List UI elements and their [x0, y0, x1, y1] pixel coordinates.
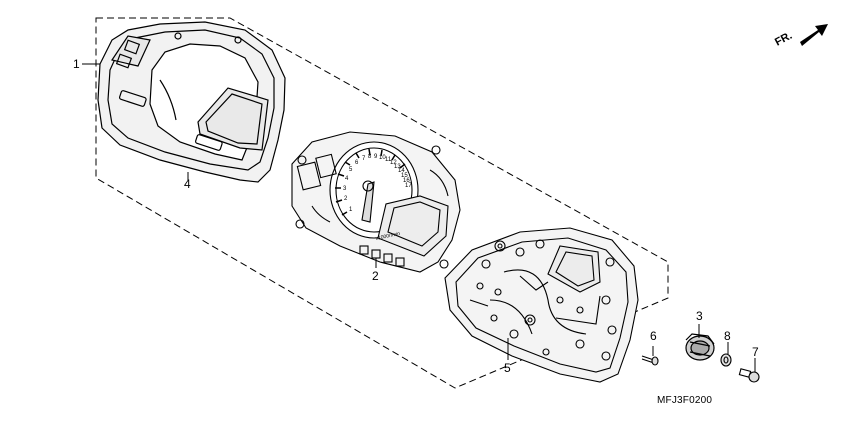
tach-number: 4 — [345, 176, 349, 182]
callout-2: 2 — [372, 269, 379, 283]
callout-4: 4 — [184, 177, 191, 191]
callout-3: 3 — [696, 309, 703, 323]
tach-number: 10 — [379, 155, 386, 161]
screw-part-7 — [738, 368, 760, 383]
tachometer-ticks — [335, 148, 406, 216]
screw-part-6 — [641, 355, 659, 366]
bulb-part-8 — [720, 353, 732, 367]
front-direction-arrow — [800, 24, 828, 46]
tach-number: 12 — [390, 160, 397, 166]
callout-8: 8 — [724, 329, 731, 343]
callout-1: 1 — [73, 57, 80, 71]
tach-number: 6 — [355, 160, 359, 166]
tach-number: 1 — [349, 207, 353, 213]
drawing-code: MFJ3F0200 — [657, 395, 713, 406]
assembly-boundary — [95, 17, 669, 389]
tachometer-numbers: 1 2 3 4 5 6 7 8 9 10 11 12 13 14 15 16 1… — [343, 154, 412, 213]
tach-number: 13 — [394, 164, 401, 170]
tach-number: 2 — [344, 196, 348, 202]
tach-number: 5 — [349, 167, 353, 173]
tach-number: 7 — [362, 156, 366, 162]
callout-5: 5 — [504, 361, 511, 375]
tach-number: 9 — [374, 154, 378, 160]
meter-case-part-5 — [444, 227, 639, 383]
leader-lines — [82, 63, 756, 372]
callout-6: 6 — [650, 329, 657, 343]
combination-meter-part-2 — [291, 131, 461, 273]
tach-number: 16 — [403, 178, 410, 184]
tach-number: 17 — [405, 183, 412, 189]
callout-7: 7 — [752, 345, 759, 359]
tach-number: 3 — [343, 186, 347, 192]
tach-number: 11 — [385, 157, 392, 163]
socket-part-3 — [685, 333, 715, 361]
meter-cover-part-4 — [97, 21, 286, 183]
tach-number: 14 — [398, 168, 405, 174]
tach-number: 8 — [368, 154, 372, 160]
tach-number: 15 — [401, 173, 408, 179]
meter-lcd-print: x1000r/min — [375, 231, 401, 242]
